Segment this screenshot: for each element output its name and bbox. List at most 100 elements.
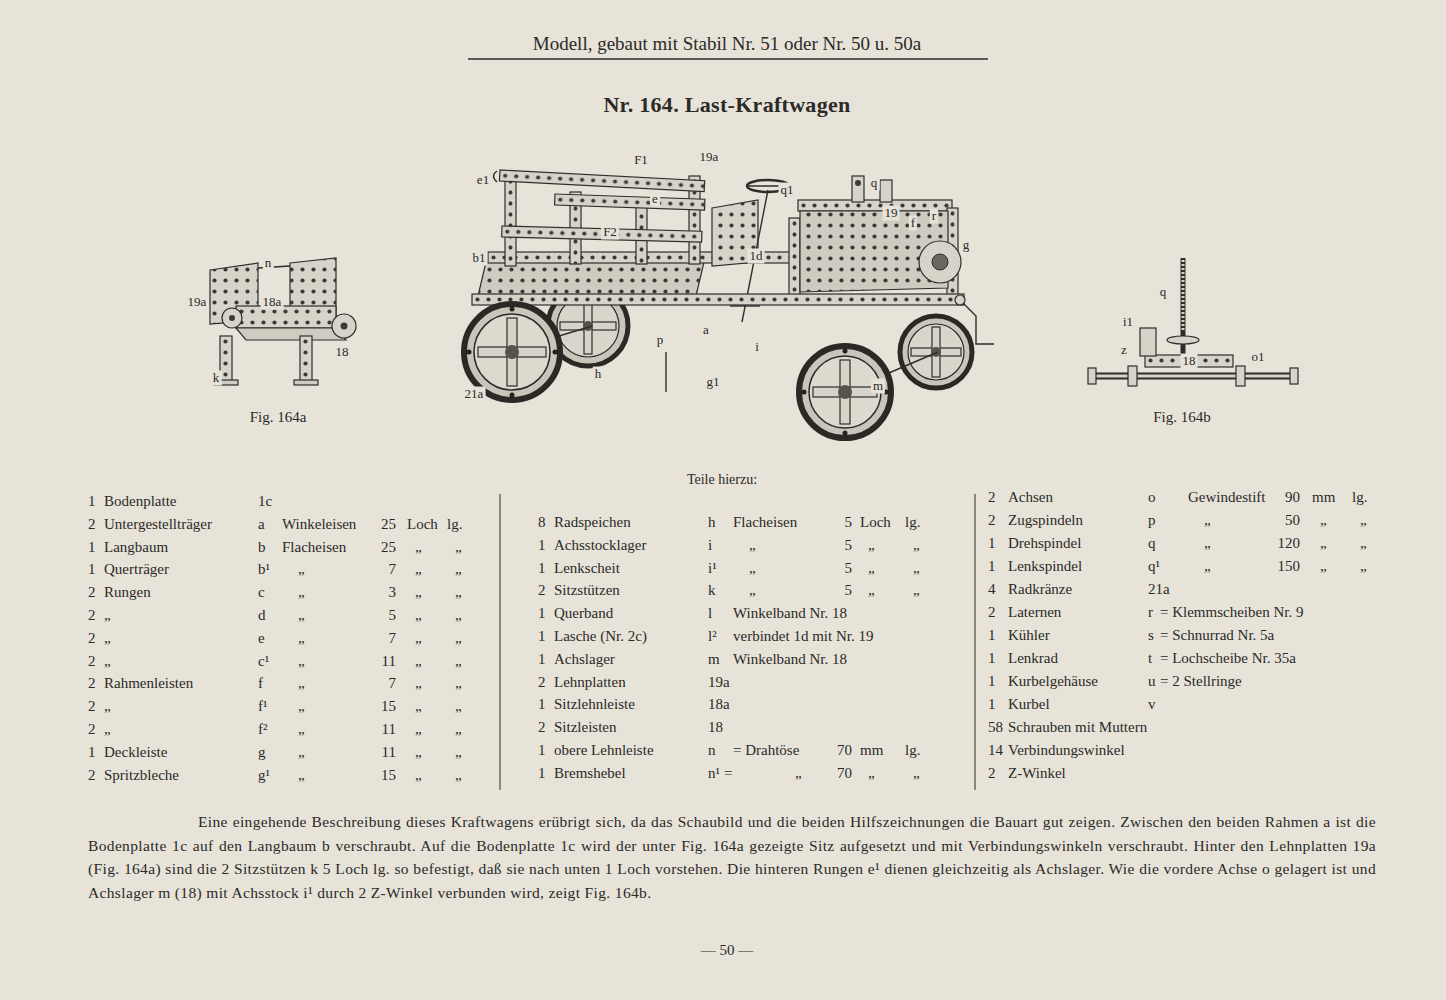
parts-cell: 15 [381, 699, 396, 716]
parts-cell: 1 [538, 697, 546, 714]
parts-cell: „ [415, 699, 422, 716]
parts-cell: Flacheisen [282, 539, 346, 556]
callout-label: 18 [334, 345, 351, 360]
parts-cell: „ [1320, 512, 1327, 529]
parts-cell: lg. [905, 514, 920, 531]
parts-cell: f¹ [258, 699, 268, 716]
parts-cell: „ [913, 583, 920, 600]
page-title: Nr. 164. Last-Kraftwagen [603, 92, 850, 117]
parts-cell: „ [298, 562, 305, 579]
parts-cell: f² [258, 721, 268, 738]
parts-cell: 1 [988, 650, 996, 667]
parts-cell: „ [415, 562, 422, 579]
parts-cell: „ [298, 607, 305, 624]
seat-figure [229, 315, 235, 321]
callout-label: n [263, 256, 274, 271]
truck-illustration [494, 171, 498, 182]
axle-figure [1290, 368, 1298, 384]
truck-illustration [960, 300, 994, 344]
parts-cell: c [258, 585, 265, 602]
parts-cell: 2 [88, 676, 96, 693]
parts-cell: verbindet 1d mit Nr. 19 [733, 628, 873, 645]
parts-cell: Gewindestift [1188, 489, 1265, 506]
parts-cell: 1 [988, 673, 996, 690]
parts-cell: „ [415, 653, 422, 670]
page-number: — 50 — [701, 942, 754, 959]
callout-label: F2 [601, 225, 619, 240]
parts-cell: „ [749, 537, 756, 554]
parts-cell: Flacheisen [733, 514, 797, 531]
truck-illustration [555, 194, 705, 210]
seat-figure [220, 336, 232, 382]
parts-cell: Drehspindel [1008, 535, 1081, 552]
wheel [908, 324, 964, 380]
parts-cell: „ [1320, 535, 1327, 552]
parts-cell: 5 [845, 560, 853, 577]
truck-illustration [478, 262, 704, 296]
truck-illustration [730, 305, 760, 306]
parts-cell: 70 [837, 765, 852, 782]
parts-cell: „ [415, 539, 422, 556]
truck-illustration [852, 176, 864, 202]
parts-cell: Spritzbleche [104, 767, 179, 784]
parts-cell: 1 [88, 539, 96, 556]
callout-label: f [909, 216, 917, 231]
wheel [900, 316, 972, 388]
parts-cell: „ [415, 607, 422, 624]
parts-cell: Loch [407, 516, 438, 533]
parts-cell: b¹ [258, 562, 270, 579]
axle-figure [1088, 368, 1096, 384]
parts-cell: = Klemmscheiben Nr. 9 [1160, 604, 1303, 621]
parts-cell: „ [1360, 558, 1367, 575]
parts-cell: Deckleiste [104, 744, 167, 761]
axle-figure [1088, 258, 1298, 386]
parts-cell: Laternen [1008, 604, 1061, 621]
parts-cell: q¹ [1148, 558, 1160, 575]
parts-cell: „ [455, 585, 462, 602]
parts-cell: 1 [88, 562, 96, 579]
parts-cell: „ [455, 744, 462, 761]
parts-cell: „ [913, 537, 920, 554]
parts-cell: 2 [88, 585, 96, 602]
seat-figure [300, 336, 312, 382]
parts-cell: 120 [1278, 535, 1301, 552]
parts-cell: 7 [389, 630, 397, 647]
parts-cell: 2 [538, 583, 546, 600]
parts-cell: 2 [88, 699, 96, 716]
wheel [505, 345, 519, 359]
parts-cell: lg. [447, 516, 462, 533]
page-header: Modell, gebaut mit Stabil Nr. 51 oder Nr… [533, 33, 921, 55]
parts-cell: 50 [1285, 512, 1300, 529]
callout-label: i [753, 340, 761, 355]
seat-figure [220, 336, 232, 382]
parts-cell: e [258, 630, 265, 647]
parts-cell: Winkelband Nr. 18 [733, 606, 847, 623]
parts-cell: 25 [381, 539, 396, 556]
parts-cell: Winkeleisen [282, 516, 356, 533]
parts-cell: „ [1204, 535, 1211, 552]
wheel [799, 346, 891, 438]
parts-cell: lg. [1352, 489, 1367, 506]
parts-cell: Sitzleisten [554, 720, 617, 737]
callout-label: 18a [261, 295, 284, 310]
callout-label: e1 [475, 173, 491, 188]
parts-cell: l² [708, 628, 717, 645]
callout-label: o1 [1250, 350, 1267, 365]
parts-cell: g¹ [258, 767, 270, 784]
wheel [510, 307, 515, 312]
parts-cell: 5 [389, 607, 397, 624]
parts-cell: 2 [88, 516, 96, 533]
parts-cell: i¹ [708, 560, 717, 577]
seat-figure [341, 323, 348, 330]
callout-label: q1 [779, 183, 796, 198]
parts-cell: 2 [988, 604, 996, 621]
parts-cell: Winkelband Nr. 18 [733, 651, 847, 668]
figure-caption: Fig. 164b [1153, 409, 1211, 426]
truck-illustration [499, 170, 704, 192]
parts-cell: 3 [389, 585, 397, 602]
parts-cell: Kühler [1008, 627, 1050, 644]
parts-cell: „ [104, 653, 111, 670]
parts-cell: Querträger [104, 562, 169, 579]
parts-cell: 1 [88, 744, 96, 761]
